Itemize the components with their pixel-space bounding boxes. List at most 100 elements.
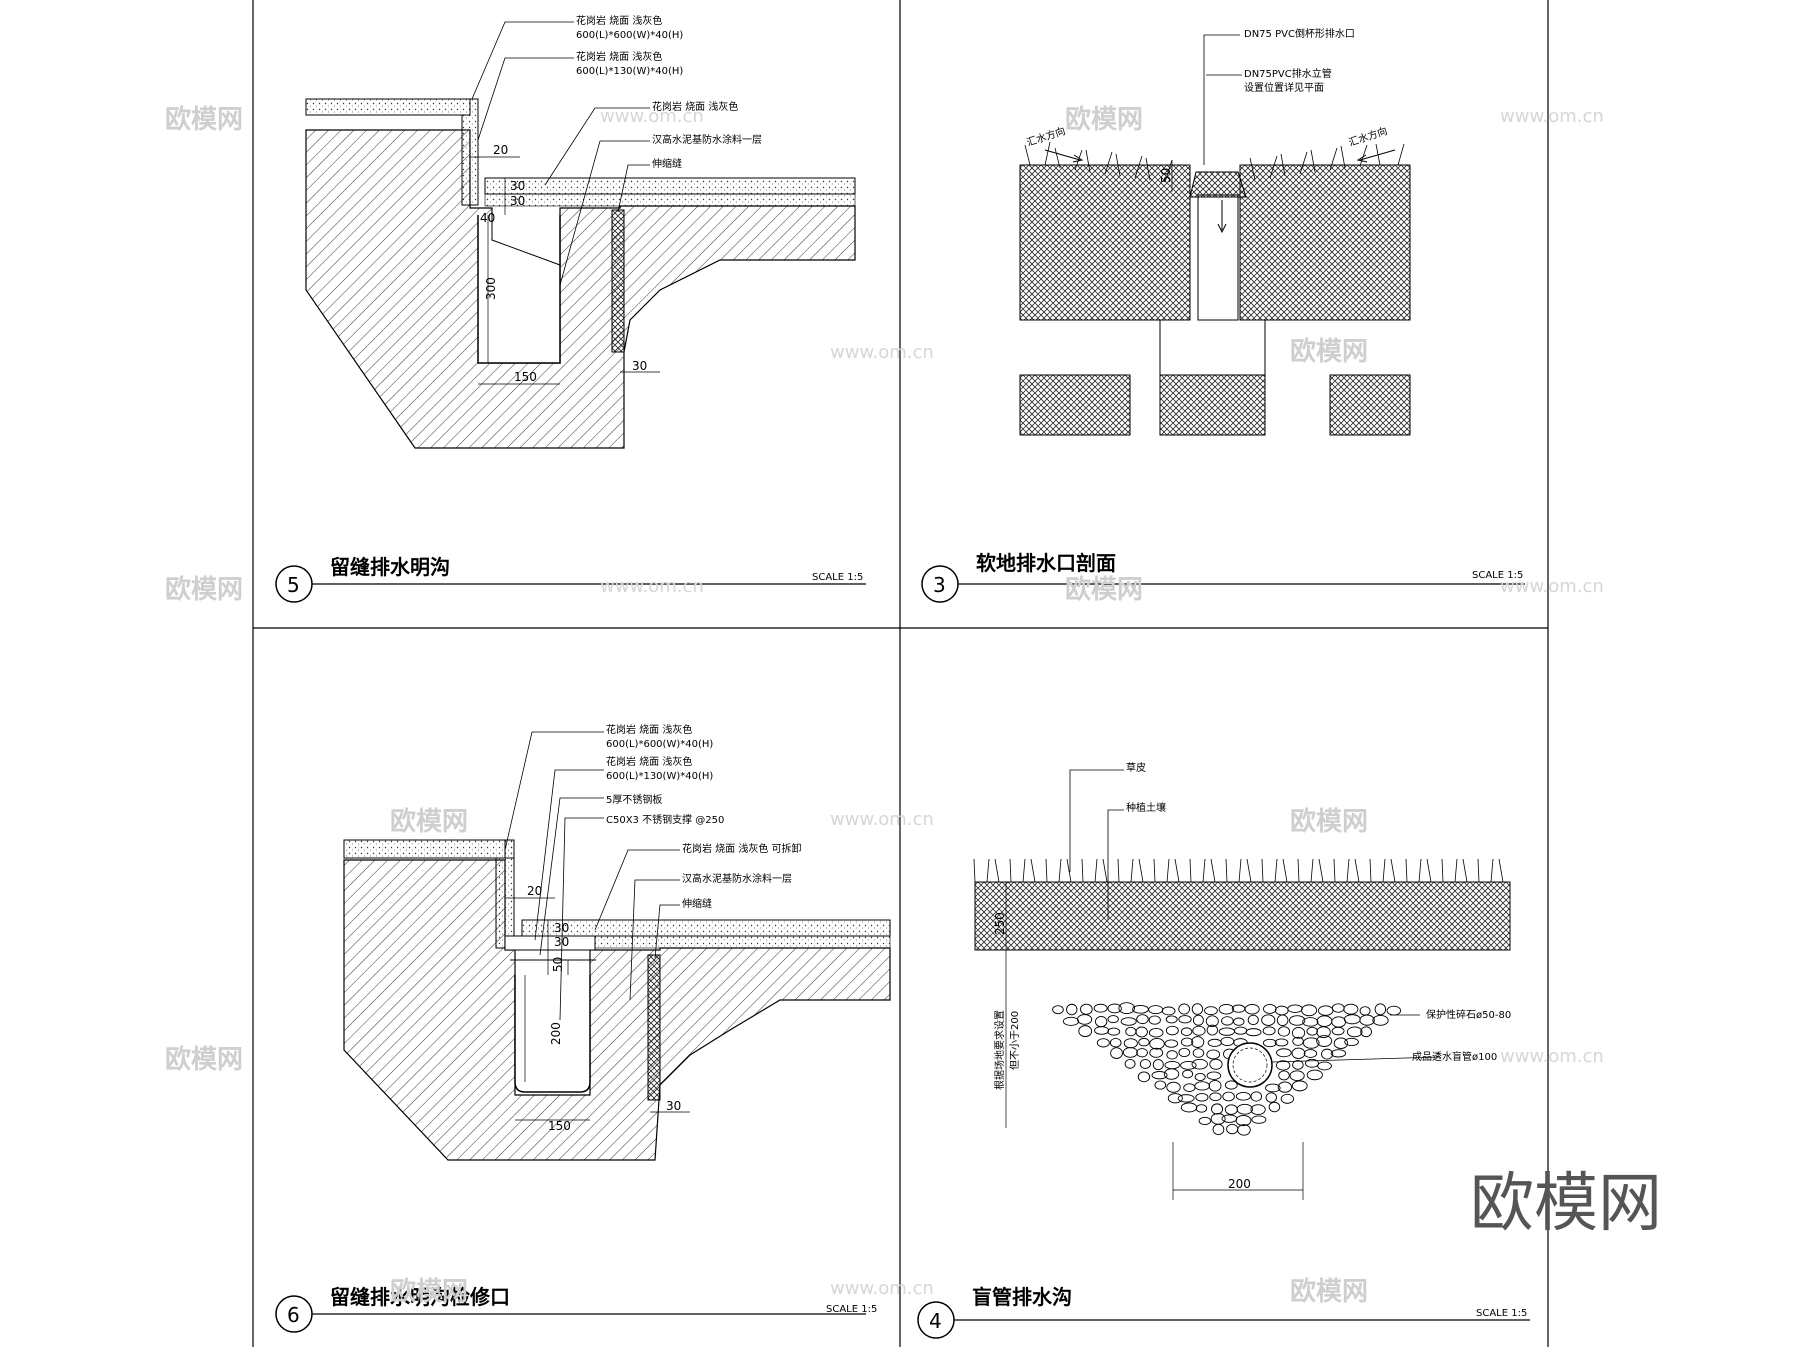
note-p6-5: 5厚不锈钢板 — [606, 793, 662, 806]
blind-pipe — [1227, 1042, 1273, 1088]
note-p5-6: 汉高水泥基防水涂料一层 — [652, 133, 762, 146]
note-p3-5: 汇水方向 — [1347, 124, 1389, 149]
granite-upright — [461, 98, 479, 206]
granite-top-left — [305, 98, 471, 116]
watermark-logo: 欧模网 — [1065, 104, 1143, 135]
dim-p6-4: 50 — [551, 957, 565, 972]
soil-top-left — [1019, 164, 1191, 321]
watermark-url: www.om.cn — [1500, 576, 1604, 597]
concrete-body — [343, 859, 891, 1161]
panel-3: 汇水方向 汇水方向 DN75 PVC倒杯形排水口 DN75PVC排水立管 设置位… — [921, 27, 1525, 603]
note-p5-5: 花岗岩 烧面 浅灰色 — [652, 100, 738, 113]
note-p6-9: 伸缩缝 — [682, 897, 712, 910]
panel-3-scale: SCALE 1:5 — [1472, 570, 1523, 581]
watermark-url: www.om.cn — [830, 1278, 934, 1299]
note-p5-1: 花岗岩 烧面 浅灰色 — [576, 14, 662, 27]
watermark-url: www.om.cn — [600, 106, 704, 127]
mortar-layer — [484, 193, 856, 207]
granite-cover — [594, 935, 891, 949]
cup-drain-outlet — [1189, 171, 1247, 198]
note-p3-2: DN75PVC排水立管 — [1244, 67, 1332, 80]
dim-p6-2: 30 — [554, 921, 569, 935]
drain-riser — [1197, 194, 1239, 321]
watermark-logo: 欧模网 — [1290, 336, 1368, 367]
steel-plate — [504, 935, 596, 951]
dim-p4-2: 200 — [1228, 1177, 1251, 1191]
note-p5-4: 600(L)*130(W)*40(H) — [576, 66, 683, 77]
brand-logo: 欧模网 — [1470, 1167, 1662, 1241]
watermarks: 欧模网 欧模网 www.om.cn www.om.cn 欧模网 www.om.c… — [165, 104, 1604, 1307]
note-p6-7: 花岗岩 烧面 浅灰色 可拆卸 — [682, 842, 802, 855]
note-p4-1: 草皮 — [1126, 761, 1146, 774]
dim-p5-2: 30 — [510, 179, 525, 193]
soil-bottom-mid — [1159, 374, 1266, 436]
watermark-url: www.om.cn — [1500, 106, 1604, 127]
watermark-url: www.om.cn — [830, 809, 934, 830]
watermark-logo: 欧模网 — [1290, 806, 1368, 837]
panel-3-number: 3 — [933, 573, 946, 597]
dim-p6-7: 30 — [666, 1099, 681, 1113]
watermark-url: www.om.cn — [600, 576, 704, 597]
watermark-logo: 欧模网 — [1065, 574, 1143, 605]
panel-6-scale: SCALE 1:5 — [826, 1304, 877, 1315]
grass-p4 — [973, 858, 1504, 883]
dim-p3-1: 50 — [1159, 168, 1173, 183]
granite-top-right — [484, 177, 856, 195]
granite-top-right — [521, 919, 891, 937]
note-p6-2: 600(L)*600(W)*40(H) — [606, 739, 713, 750]
expansion-joint — [647, 954, 661, 1101]
panel-6-number: 6 — [287, 1303, 300, 1327]
note-p4-6: 但不小于200 — [1009, 1011, 1021, 1070]
watermark-logo: 欧模网 — [165, 104, 243, 135]
note-p5-2: 600(L)*600(W)*40(H) — [576, 30, 683, 41]
panel-4-scale: SCALE 1:5 — [1476, 1308, 1527, 1319]
dim-p5-1: 20 — [493, 143, 508, 157]
note-p4-4: 成品透水盲管ø100 — [1412, 1050, 1497, 1063]
watermark-logo: 欧模网 — [165, 574, 243, 605]
dim-p5-3: 30 — [510, 194, 525, 208]
panel-5-number: 5 — [287, 573, 300, 597]
note-p6-6: C50X3 不锈钢支撑 @250 — [606, 813, 724, 826]
grass-p3 — [1024, 141, 1405, 183]
expansion-joint — [611, 209, 625, 353]
watermark-logo: 欧模网 — [165, 1044, 243, 1075]
watermark-logo: 欧模网 — [390, 806, 468, 837]
note-p6-1: 花岗岩 烧面 浅灰色 — [606, 723, 692, 736]
dim-p6-6: 150 — [548, 1119, 571, 1133]
soil-top-right — [1239, 164, 1411, 321]
drain-channel — [514, 975, 591, 1093]
dim-p5-4: 40 — [480, 211, 495, 225]
planting-soil — [974, 881, 1511, 951]
drain-channel — [477, 215, 561, 364]
gravel-bed — [1052, 1002, 1402, 1136]
watermark-url: www.om.cn — [830, 342, 934, 363]
panel-5-title: 留缝排水明沟 — [330, 555, 450, 579]
note-p4-3: 保护性碎石ø50-80 — [1426, 1008, 1511, 1021]
sheet-frame — [252, 0, 1549, 1347]
dim-p6-3: 30 — [554, 935, 569, 949]
panel-4: 草皮 种植土壤 保护性碎石ø50-80 成品透水盲管ø100 250 根据场地要… — [917, 761, 1530, 1339]
note-p6-3: 花岗岩 烧面 浅灰色 — [606, 755, 692, 768]
soil-bottom-right — [1329, 374, 1411, 436]
soil-bottom-left — [1019, 374, 1131, 436]
granite-top-left — [343, 839, 515, 859]
note-p6-4: 600(L)*130(W)*40(H) — [606, 771, 713, 782]
note-p6-8: 汉高水泥基防水涂料一层 — [682, 872, 792, 885]
dim-p5-6: 150 — [514, 370, 537, 384]
note-p5-3: 花岗岩 烧面 浅灰色 — [576, 50, 662, 63]
panel-5-scale: SCALE 1:5 — [812, 572, 863, 583]
note-p4-5: 根据场地要求设置 — [993, 1010, 1006, 1090]
note-p3-4: 汇水方向 — [1025, 124, 1067, 149]
panel-5-leaders — [471, 21, 650, 286]
dim-p5-5: 300 — [484, 277, 498, 300]
dim-p5-7: 30 — [632, 359, 647, 373]
panel-6: 花岗岩 烧面 浅灰色 600(L)*600(W)*40(H) 花岗岩 烧面 浅灰… — [275, 723, 891, 1333]
panel-6-title: 留缝排水明沟检修口 — [330, 1285, 510, 1309]
watermark-logo: 欧模网 — [1290, 1276, 1368, 1307]
watermark-logo: 欧模网 — [390, 1276, 468, 1307]
note-p4-2: 种植土壤 — [1126, 801, 1166, 814]
note-p3-1: DN75 PVC倒杯形排水口 — [1244, 27, 1355, 40]
note-p5-7: 伸缩缝 — [652, 157, 682, 170]
note-p3-3: 设置位置详见平面 — [1244, 81, 1324, 94]
